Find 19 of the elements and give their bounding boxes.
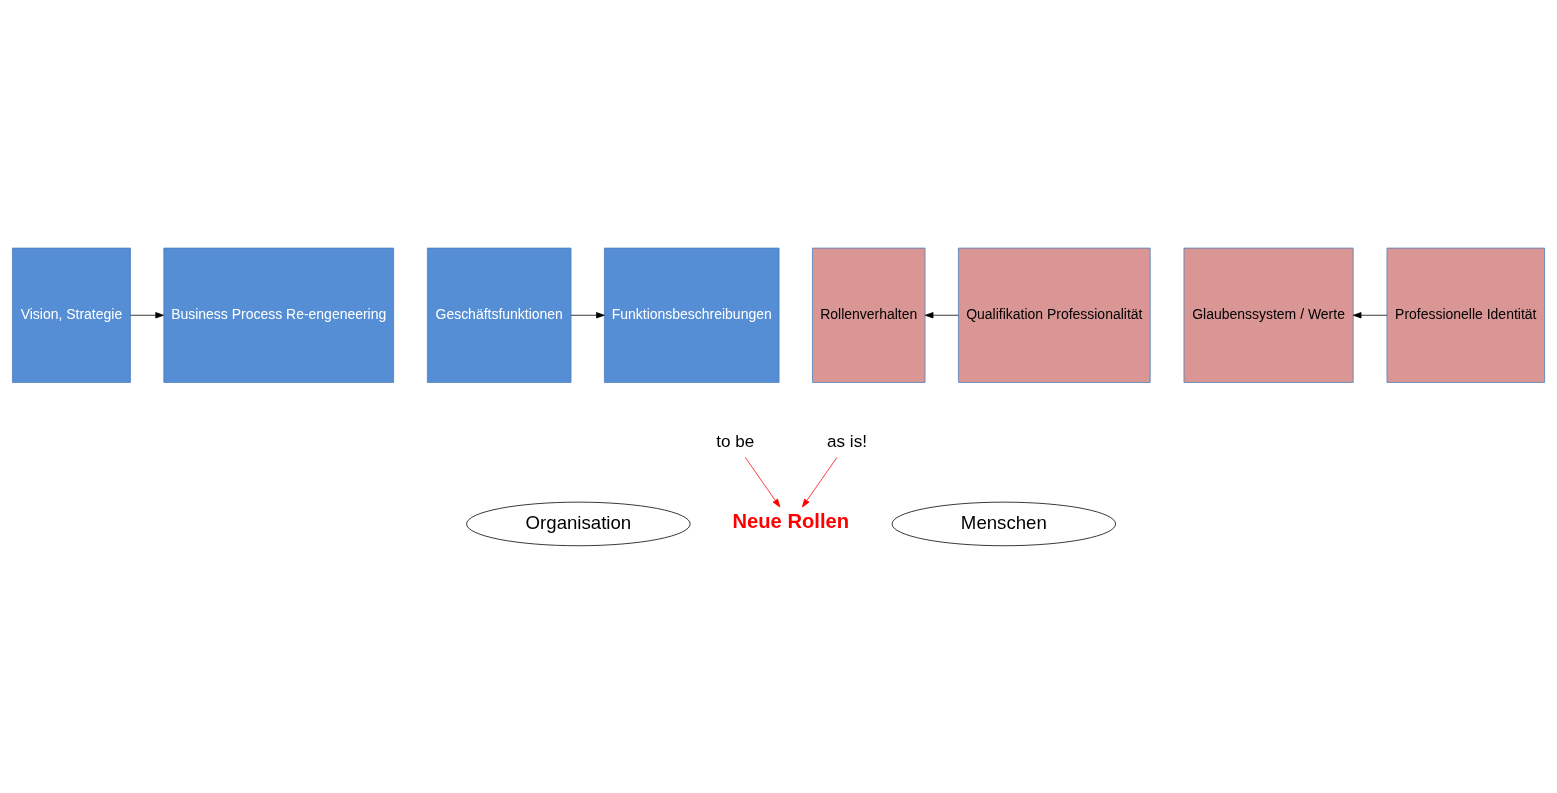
arrow: [802, 456, 838, 507]
node-box: Business Process Re-engeneering: [163, 247, 394, 383]
arrow: [130, 311, 164, 318]
arrow: [1352, 311, 1388, 318]
node-box: Funktionsbeschreibungen: [604, 247, 780, 383]
node-box: Vision, Strategie: [12, 247, 131, 383]
node-box: Glaubenssystem / Werte: [1183, 247, 1354, 383]
node-ellipse: Organisation: [466, 501, 691, 546]
node-box: Professionelle Identität: [1386, 247, 1545, 383]
node-text: to be: [716, 431, 755, 451]
node-box: Rollenverhalten: [812, 247, 926, 383]
node-ellipse: Menschen: [891, 501, 1117, 546]
node-box: Geschäftsfunktionen: [427, 247, 572, 383]
arrow: [744, 456, 781, 507]
node-text: Neue Rollen: [732, 509, 850, 532]
arrow: [570, 311, 605, 318]
node-text: as is!: [827, 431, 867, 451]
node-box: Qualifikation Professionalität: [958, 247, 1151, 383]
arrow: [924, 311, 959, 318]
